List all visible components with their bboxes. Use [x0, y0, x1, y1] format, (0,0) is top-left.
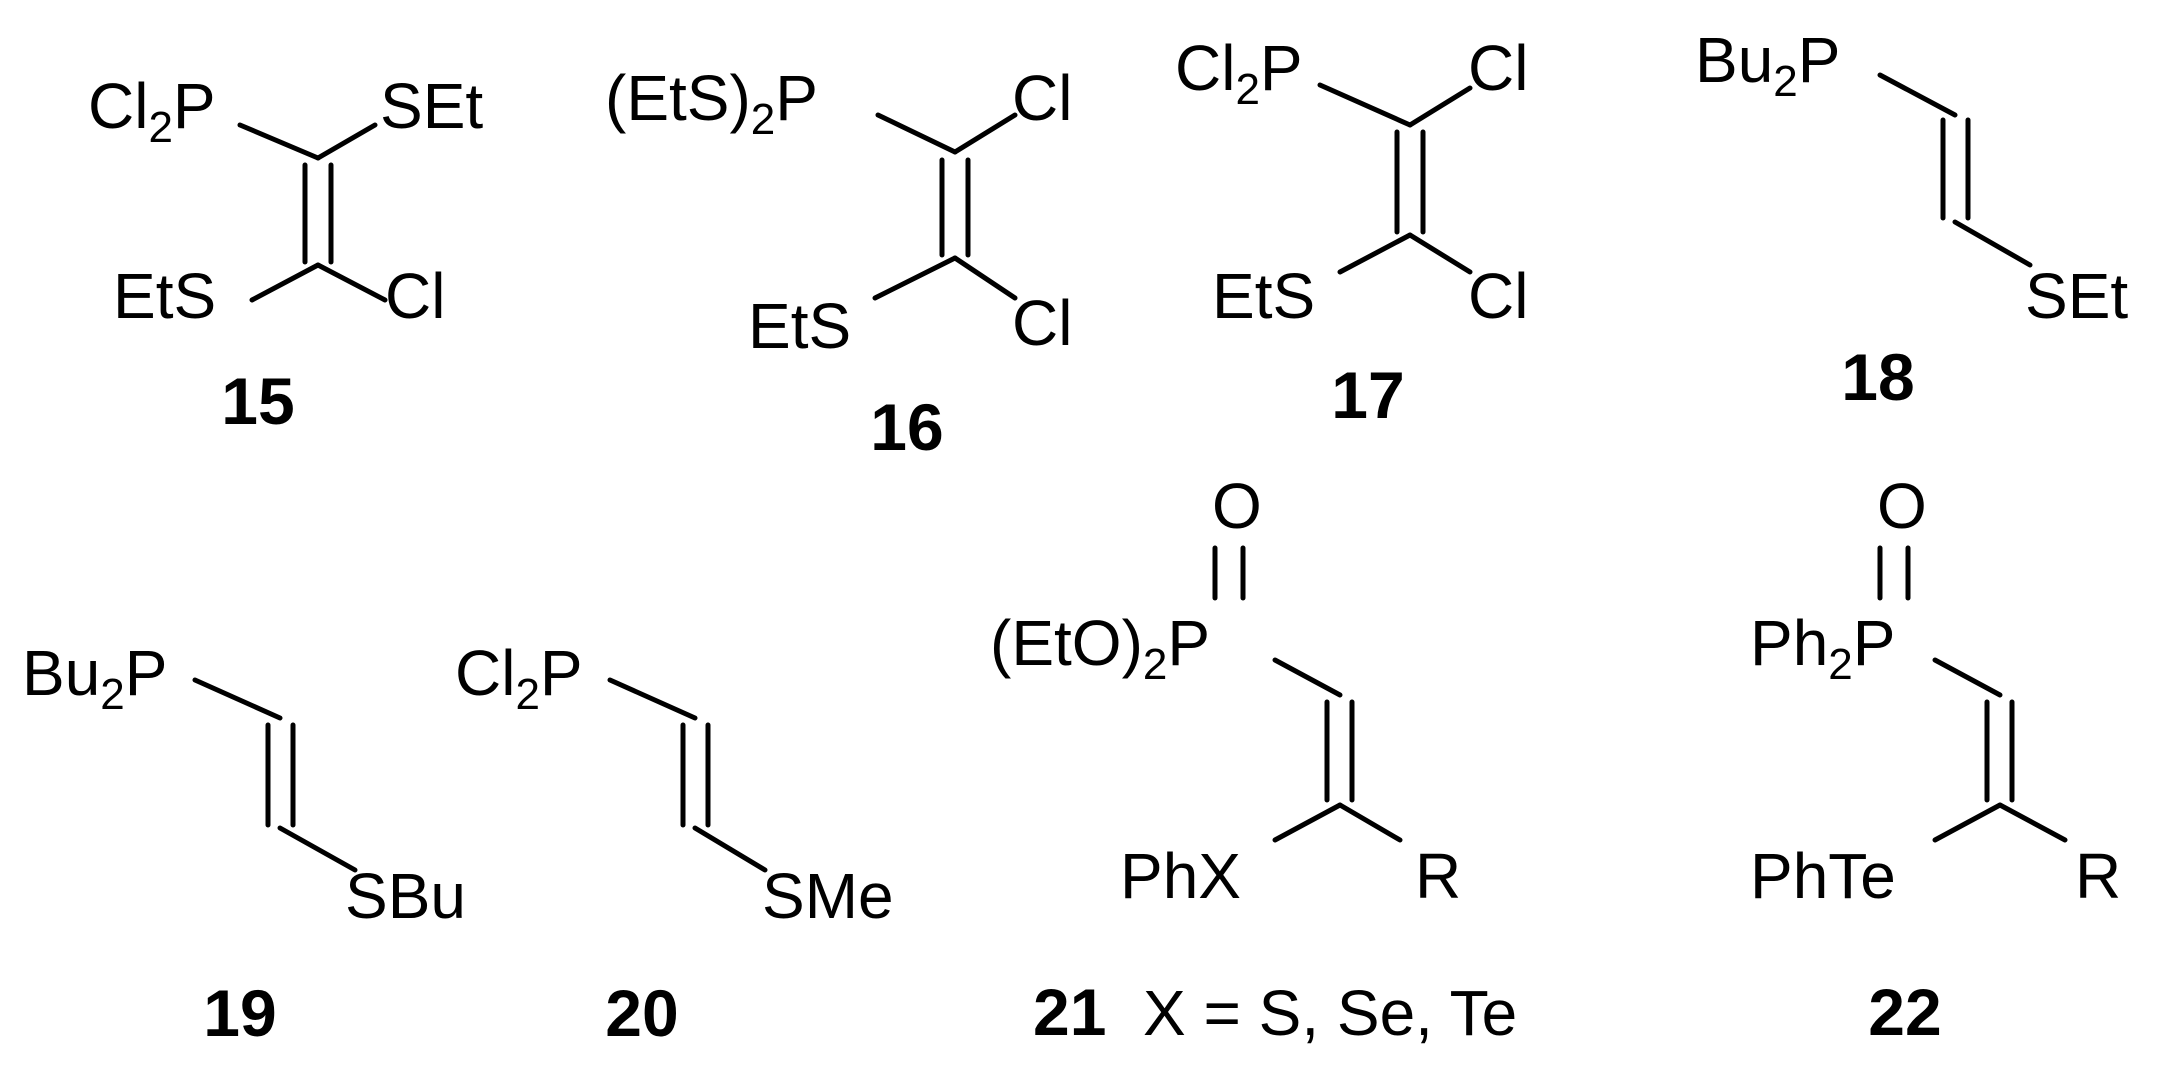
compound-20: Cl2P SMe 20: [455, 637, 894, 1050]
compound-21-caption: X = S, Se, Te: [1143, 977, 1517, 1049]
compound-17-phosphorus-group: Cl2P: [1175, 32, 1303, 114]
compound-18-bonds: [1877, 72, 2033, 268]
compound-21: O (EtO)2P PhX R 21 X = S, Se, Te: [990, 470, 1517, 1049]
compound-22-number: 22: [1868, 975, 1941, 1049]
compound-22-r-group: R: [2075, 840, 2121, 912]
compound-15: Cl2P SEt EtS Cl 15: [88, 70, 483, 438]
compound-21-phosphorus-group: (EtO)2P: [990, 607, 1210, 689]
compound-19-number: 19: [203, 976, 276, 1050]
compound-15-phosphorus-group: Cl2P: [88, 70, 216, 152]
compound-20-sulfur-group: SMe: [762, 860, 894, 932]
compound-16: (EtS)2P Cl EtS Cl 16: [605, 62, 1072, 464]
compound-22: O Ph2P PhTe R 22: [1750, 470, 2121, 1049]
compound-19-sulfur-group: SBu: [345, 860, 466, 932]
compound-16-sulfur-group: EtS: [748, 290, 851, 362]
compound-17-chlorine-bottom: Cl: [1468, 260, 1528, 332]
compound-19-bonds: [192, 677, 358, 873]
compound-22-bonds: [1877, 545, 2068, 843]
compound-21-phx-group: PhX: [1120, 840, 1241, 912]
compound-19: Bu2P SBu 19: [22, 637, 466, 1050]
compound-18-sulfur-group: SEt: [2025, 260, 2128, 332]
compound-15-bonds: [237, 122, 388, 303]
compound-16-bonds: [872, 112, 1018, 301]
compound-15-chlorine: Cl: [385, 260, 445, 332]
compound-21-oxygen: O: [1212, 470, 1262, 542]
compound-22-oxygen: O: [1877, 470, 1927, 542]
compound-15-number: 15: [221, 364, 294, 438]
compound-20-number: 20: [605, 976, 678, 1050]
compound-15-sulfur-group: SEt: [380, 70, 483, 142]
compound-18-number: 18: [1841, 340, 1914, 414]
compound-22-phosphorus-group: Ph2P: [1750, 607, 1895, 689]
compound-21-number: 21: [1033, 975, 1106, 1049]
compound-16-chlorine-bottom: Cl: [1012, 287, 1072, 359]
compound-20-bonds: [607, 677, 768, 873]
compound-16-phosphorus-group: (EtS)2P: [605, 62, 818, 144]
compound-17-chlorine-top: Cl: [1468, 32, 1528, 104]
compound-19-phosphorus-group: Bu2P: [22, 637, 167, 719]
compound-17-number: 17: [1331, 358, 1404, 432]
compound-17: Cl2P Cl EtS Cl 17: [1175, 32, 1528, 432]
compound-21-r-group: R: [1415, 840, 1461, 912]
compound-18: Bu2P SEt 18: [1695, 24, 2128, 414]
compound-22-phte-group: PhTe: [1750, 840, 1896, 912]
compound-21-bonds: [1212, 545, 1403, 843]
compound-20-phosphorus-group: Cl2P: [455, 637, 583, 719]
compound-15-sulfur-group-bottom: EtS: [113, 260, 216, 332]
compound-17-bonds: [1317, 82, 1473, 275]
compound-18-phosphorus-group: Bu2P: [1695, 24, 1840, 106]
compound-17-sulfur-group: EtS: [1212, 260, 1315, 332]
compound-16-number: 16: [870, 390, 943, 464]
compound-16-chlorine-top: Cl: [1012, 62, 1072, 134]
